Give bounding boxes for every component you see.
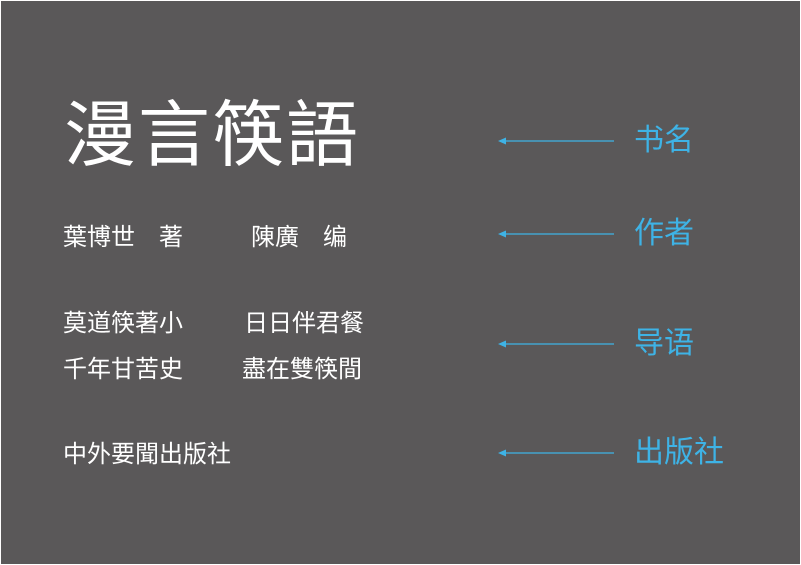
book-author: 葉博世 著 — [63, 223, 183, 251]
intro-line-4: 盡在雙筷間 — [242, 355, 362, 383]
label-publisher: 出版社 — [634, 435, 724, 470]
book-title: 漫言筷語 — [64, 93, 361, 177]
arrow-left-icon — [498, 137, 614, 145]
intro-line-2: 日日伴君餐 — [244, 309, 364, 337]
intro-line-1: 莫道筷著小 — [63, 309, 183, 337]
arrow-left-icon — [498, 449, 614, 457]
arrow-left-icon — [498, 340, 614, 348]
label-author: 作者 — [634, 216, 694, 251]
book-publisher: 中外要聞出版社 — [63, 440, 231, 468]
label-title: 书名 — [634, 123, 694, 158]
arrow-left-icon — [498, 230, 614, 238]
intro-line-3: 千年甘苦史 — [63, 355, 183, 383]
label-intro: 导语 — [634, 326, 694, 361]
book-editor: 陳廣 编 — [251, 223, 347, 251]
